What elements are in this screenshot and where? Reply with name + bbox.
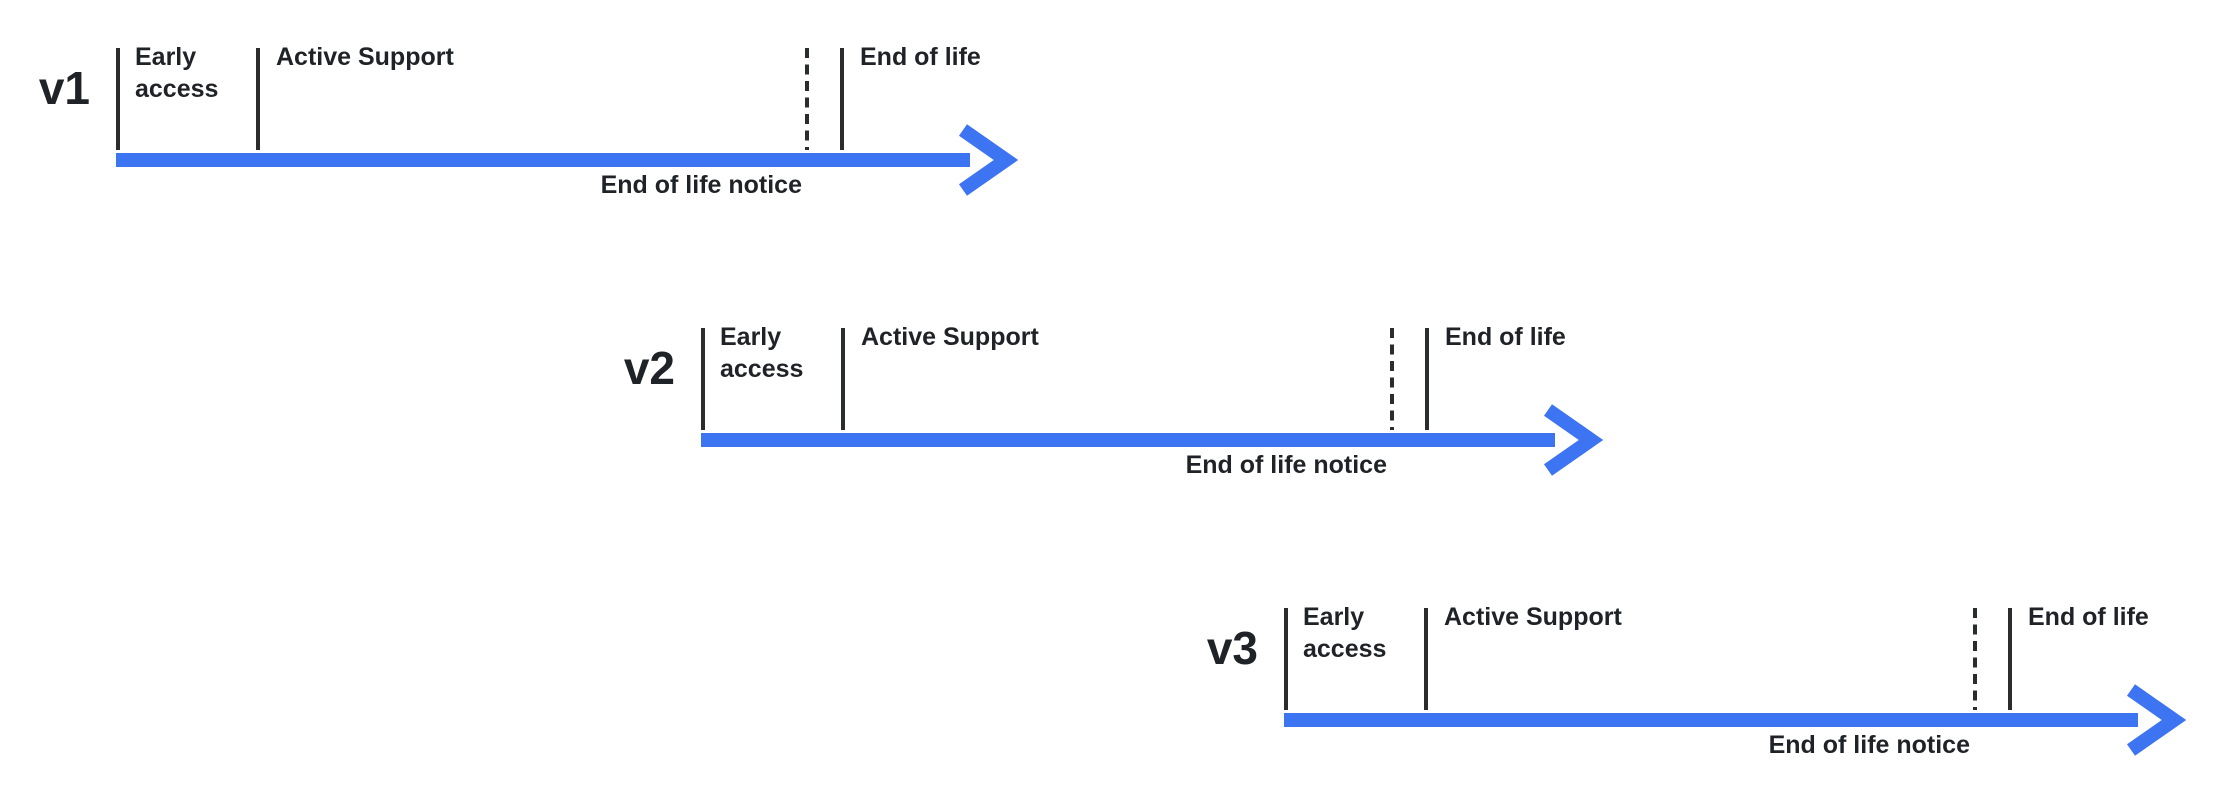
active-support-label: Active Support [861, 323, 1039, 351]
timeline-v3-graphic [1284, 608, 2187, 756]
end-of-life-label: End of life [2028, 603, 2149, 631]
active-support-label: Active Support [1444, 603, 1622, 631]
version-label: v1 [38, 62, 90, 114]
version-label: v3 [1206, 622, 1258, 674]
end-of-life-notice-label: End of life notice [1768, 731, 1970, 759]
timeline-arrowhead [2126, 684, 2187, 756]
timeline-arrowhead [1543, 404, 1604, 476]
timeline-arrowhead [958, 124, 1019, 196]
end-of-life-notice-label: End of life notice [1185, 451, 1387, 479]
early-access-label: Early access [1303, 603, 1387, 663]
version-label: v2 [623, 342, 675, 394]
active-support-label: Active Support [276, 43, 454, 71]
early-access-label: Early access [135, 43, 219, 103]
end-of-life-label: End of life [860, 43, 981, 71]
timeline-v1-graphic [116, 48, 1019, 196]
end-of-life-notice-label: End of life notice [600, 171, 802, 199]
early-access-label: Early access [720, 323, 804, 383]
timeline-v2-graphic [701, 328, 1604, 476]
end-of-life-label: End of life [1445, 323, 1566, 351]
